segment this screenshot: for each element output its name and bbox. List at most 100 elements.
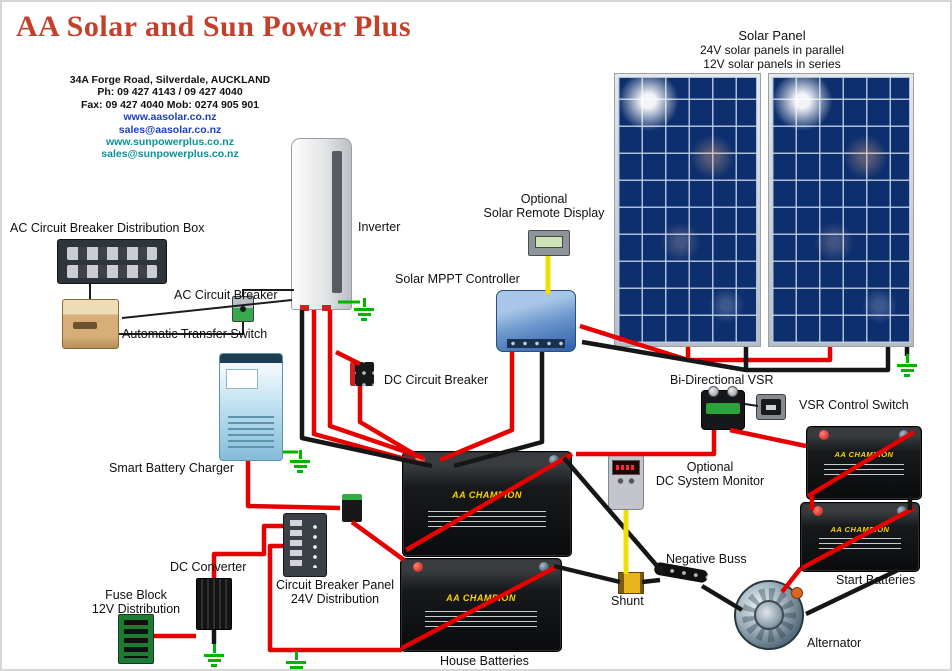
solar-mppt-controller: [496, 290, 576, 352]
dc-circuit-breaker: [350, 362, 374, 386]
mppt-terminal-strip: [507, 339, 565, 348]
fuse-block: [118, 614, 154, 664]
aasolar-website-link: www.aasolar.co.nz: [123, 111, 217, 124]
inverter-positive-terminal: [300, 305, 309, 311]
label-house-batteries: House Batteries: [440, 654, 529, 668]
label-shunt: Shunt: [611, 594, 644, 608]
ac-circuit-breaker-distribution-box: [57, 239, 167, 284]
transfer-switch-slot: [73, 322, 97, 329]
ground-symbol: [204, 644, 224, 667]
battery-positive-terminal: [415, 455, 425, 465]
panel-indicators: [311, 522, 319, 568]
aasolar-email-link: sales@aasolar.co.nz: [118, 123, 222, 136]
sunpower-website-link: www.sunpowerplus.co.nz: [106, 135, 234, 148]
solar-panel-caption-line3: 12V solar panels in series: [703, 57, 841, 71]
battery-positive-terminal: [813, 506, 823, 516]
label-monitor-name: DC System Monitor: [655, 474, 765, 488]
label-remote-name: Solar Remote Display: [483, 206, 605, 220]
monitor-display: [612, 460, 640, 475]
battery-spec-lines: [425, 611, 537, 628]
vsr-terminal: [727, 386, 738, 397]
house-battery-1: AA CHAMPION: [402, 451, 572, 557]
inverter-negative-terminal: [322, 305, 331, 311]
start-battery-1: AA CHAMPION: [806, 426, 922, 500]
battery-spec-lines: [428, 511, 546, 528]
shunt: [618, 572, 644, 594]
label-breaker-panel: Circuit Breaker Panel 24V Distribution: [260, 578, 410, 606]
company-phone: Ph: 09 427 4143 / 09 427 4040: [97, 86, 243, 99]
ground-symbol: [354, 298, 374, 321]
sunpower-email-link: sales@sunpowerplus.co.nz: [101, 148, 239, 161]
battery-spec-lines: [818, 538, 902, 552]
dc-system-monitor: [608, 454, 644, 510]
vsr-terminal: [708, 386, 719, 397]
battery-negative-terminal: [549, 455, 559, 465]
ground-symbol: [897, 354, 917, 377]
battery-negative-terminal: [539, 562, 549, 572]
battery-brand-text: AA CHAMPION: [834, 450, 894, 460]
solar-panel-caption: Solar Panel 24V solar panels in parallel…: [618, 28, 926, 71]
solar-panel-left: [614, 73, 761, 347]
label-breaker-panel-name: Circuit Breaker Panel: [275, 578, 395, 592]
dc-converter: [196, 578, 232, 630]
start-battery-2: AA CHAMPION: [800, 502, 920, 572]
remote-display-screen: [535, 236, 563, 248]
ground-symbol: [290, 450, 310, 473]
company-contact-block: 34A Forge Road, Silverdale, AUCKLAND Ph:…: [20, 74, 320, 161]
charger-label-tag: [226, 369, 258, 389]
charger-top-cap: [220, 354, 282, 363]
company-title: AA Solar and Sun Power Plus: [16, 10, 411, 43]
alternator-terminal: [791, 587, 803, 599]
battery-positive-terminal: [413, 562, 423, 572]
label-transfer-switch: Automatic Transfer Switch: [122, 327, 268, 341]
charger-vents: [228, 416, 274, 450]
solar-panel-left-cells: [618, 77, 757, 343]
label-vsr: Bi-Directional VSR: [670, 373, 774, 387]
label-start-batteries: Start Batteries: [836, 573, 916, 587]
solar-panel-right: [768, 73, 914, 347]
solar-panel-right-cells: [772, 77, 910, 343]
breaker-row: [67, 265, 157, 278]
battery-negative-terminal: [899, 430, 909, 440]
panel-toggles: [290, 520, 302, 570]
solar-panel-caption-title: Solar Panel: [738, 28, 806, 43]
fuse-rows: [124, 620, 148, 658]
monitor-buttons: [615, 478, 637, 484]
smart-battery-charger: [219, 353, 283, 461]
battery-spec-lines: [824, 464, 904, 478]
label-dc-monitor: Optional DC System Monitor: [644, 460, 776, 488]
label-inverter: Inverter: [358, 220, 401, 234]
label-remote-display: Optional Solar Remote Display: [464, 192, 624, 220]
battery-positive-terminal: [819, 430, 829, 440]
solar-panel-caption-line2: 24V solar panels in parallel: [699, 43, 845, 57]
label-breaker-panel-sub: 24V Distribution: [290, 592, 380, 606]
battery-brand-text: AA CHAMPION: [830, 524, 890, 534]
circuit-breaker-panel: [283, 513, 327, 577]
alternator: [734, 580, 804, 650]
label-fuse-block-sub: 12V Distribution: [91, 602, 181, 616]
company-fax: Fax: 09 427 4040 Mob: 0274 905 901: [80, 98, 260, 111]
switch-toggle: [766, 404, 776, 410]
label-battery-charger: Smart Battery Charger: [109, 461, 235, 475]
label-fuse-block: Fuse Block 12V Distribution: [81, 588, 191, 616]
bi-directional-vsr: [701, 386, 745, 430]
alternator-hub: [754, 600, 784, 630]
label-ac-distribution-box: AC Circuit Breaker Distribution Box: [10, 221, 205, 235]
inverter: [291, 138, 352, 311]
automatic-transfer-switch: [62, 299, 119, 349]
label-vsr-switch: VSR Control Switch: [799, 398, 909, 412]
dc-circuit-breaker-small: [342, 494, 362, 522]
battery-brand-text: AA CHAMPION: [446, 593, 516, 604]
house-battery-2: AA CHAMPION: [400, 558, 562, 652]
label-negative-buss: Negative Buss: [666, 552, 747, 566]
label-alternator: Alternator: [807, 636, 862, 650]
vsr-label-band: [706, 403, 740, 414]
label-mppt: Solar MPPT Controller: [395, 272, 520, 286]
breaker-toggle: [240, 306, 246, 313]
inverter-branding-stripe: [332, 151, 342, 293]
breaker-row: [67, 247, 157, 260]
company-address: 34A Forge Road, Silverdale, AUCKLAND: [69, 74, 271, 86]
battery-negative-terminal: [897, 506, 907, 516]
vsr-control-switch: [756, 394, 786, 420]
